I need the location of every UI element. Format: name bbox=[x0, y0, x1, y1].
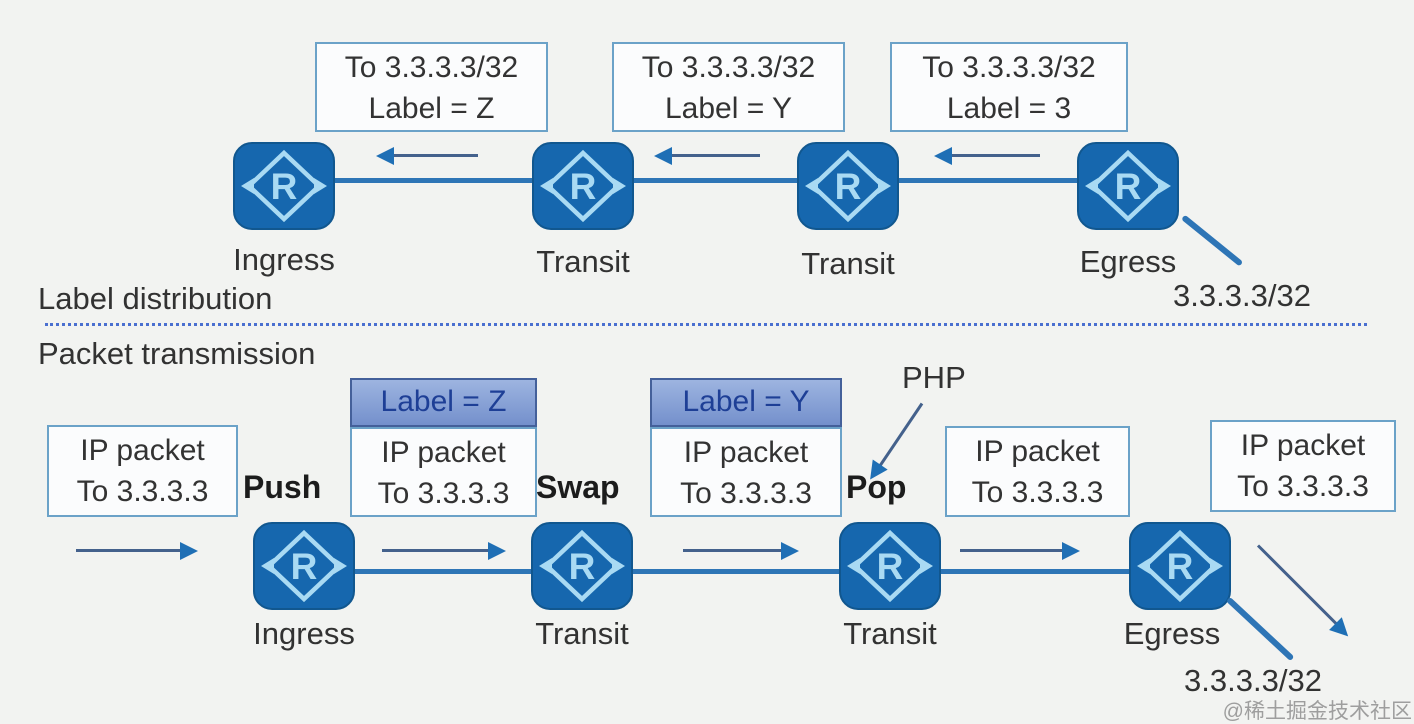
router-label: Transit bbox=[801, 246, 895, 281]
advertisement-to: To 3.3.3.3/32 bbox=[922, 51, 1096, 84]
packet-line2: To 3.3.3.3 bbox=[377, 477, 510, 511]
link-line bbox=[284, 178, 1128, 183]
packet-line2: To 3.3.3.3 bbox=[971, 476, 1104, 510]
ip-packet-box: IP packet To 3.3.3.3 bbox=[350, 427, 537, 517]
label-advertisement-box: To 3.3.3.3/32 Label = Z bbox=[315, 42, 548, 132]
router-label: Ingress bbox=[253, 616, 355, 651]
advertisement-label: Label = Y bbox=[664, 92, 793, 126]
svg-text:R: R bbox=[271, 166, 298, 207]
packet-line2: To 3.3.3.3 bbox=[1237, 470, 1369, 504]
php-annotation: PHP bbox=[902, 360, 966, 395]
router-icon: R bbox=[797, 142, 899, 230]
router-label: Egress bbox=[1123, 616, 1221, 651]
svg-text:R: R bbox=[1167, 546, 1194, 587]
operation-pop: Pop bbox=[846, 469, 907, 505]
packet-line1: IP packet bbox=[1240, 429, 1366, 462]
packet-line1: IP packet bbox=[975, 435, 1100, 468]
router-label: Transit bbox=[535, 616, 629, 651]
svg-text:R: R bbox=[877, 546, 904, 587]
mpls-label-tag: Label = Y bbox=[650, 378, 842, 427]
operation-push: Push bbox=[243, 469, 322, 505]
svg-text:R: R bbox=[569, 546, 596, 587]
svg-text:R: R bbox=[1115, 166, 1142, 207]
label-distribution-title: Label distribution bbox=[38, 281, 273, 316]
packet-flow-arrow-icon bbox=[76, 549, 182, 552]
packet-line1: IP packet bbox=[80, 434, 205, 467]
label-advert-arrow-icon bbox=[950, 154, 1040, 157]
router-icon: R bbox=[532, 142, 634, 230]
php-arrow-icon bbox=[878, 402, 924, 468]
destination-prefix: 3.3.3.3/32 bbox=[1173, 278, 1311, 313]
label-advert-arrow-icon bbox=[670, 154, 760, 157]
packet-line2: To 3.3.3.3 bbox=[680, 477, 812, 511]
advertisement-label: Label = Z bbox=[368, 92, 495, 126]
label-advertisement-box: To 3.3.3.3/32 Label = Y bbox=[612, 42, 845, 132]
operation-swap: Swap bbox=[536, 469, 620, 505]
packet-line2: To 3.3.3.3 bbox=[76, 475, 209, 509]
packet-flow-arrow-icon bbox=[960, 549, 1064, 552]
router-icon: R bbox=[253, 522, 355, 610]
router-icon: R bbox=[1129, 522, 1231, 610]
router-label: Transit bbox=[843, 616, 937, 651]
ip-packet-box: IP packet To 3.3.3.3 bbox=[650, 427, 842, 517]
section-divider bbox=[45, 323, 1367, 326]
watermark: @稀土掘金技术社区 bbox=[1222, 700, 1412, 723]
egress-output-arrow-icon bbox=[1256, 544, 1339, 626]
router-label: Egress bbox=[1079, 244, 1177, 279]
packet-line1: IP packet bbox=[683, 436, 809, 469]
advertisement-label: Label = 3 bbox=[946, 92, 1072, 126]
ip-packet-box: IP packet To 3.3.3.3 bbox=[47, 425, 238, 517]
mpls-label-tag: Label = Z bbox=[350, 378, 537, 427]
ip-packet-box: IP packet To 3.3.3.3 bbox=[945, 426, 1130, 517]
destination-prefix: 3.3.3.3/32 bbox=[1184, 663, 1322, 698]
router-icon: R bbox=[839, 522, 941, 610]
link-line bbox=[304, 569, 1180, 574]
advertisement-to: To 3.3.3.3/32 bbox=[344, 51, 519, 84]
packet-transmission-title: Packet transmission bbox=[38, 336, 316, 371]
router-icon: R bbox=[233, 142, 335, 230]
ip-packet-box: IP packet To 3.3.3.3 bbox=[1210, 420, 1396, 512]
packet-flow-arrow-icon bbox=[683, 549, 783, 552]
label-advertisement-box: To 3.3.3.3/32 Label = 3 bbox=[890, 42, 1128, 132]
svg-text:R: R bbox=[835, 166, 862, 207]
packet-flow-arrow-icon bbox=[382, 549, 490, 552]
label-advert-arrow-icon bbox=[392, 154, 478, 157]
advertisement-to: To 3.3.3.3/32 bbox=[641, 51, 816, 84]
svg-text:R: R bbox=[291, 546, 318, 587]
router-icon: R bbox=[1077, 142, 1179, 230]
router-label: Ingress bbox=[233, 242, 335, 277]
router-label: Transit bbox=[536, 244, 630, 279]
router-icon: R bbox=[531, 522, 633, 610]
packet-line1: IP packet bbox=[381, 436, 506, 469]
svg-text:R: R bbox=[570, 166, 597, 207]
